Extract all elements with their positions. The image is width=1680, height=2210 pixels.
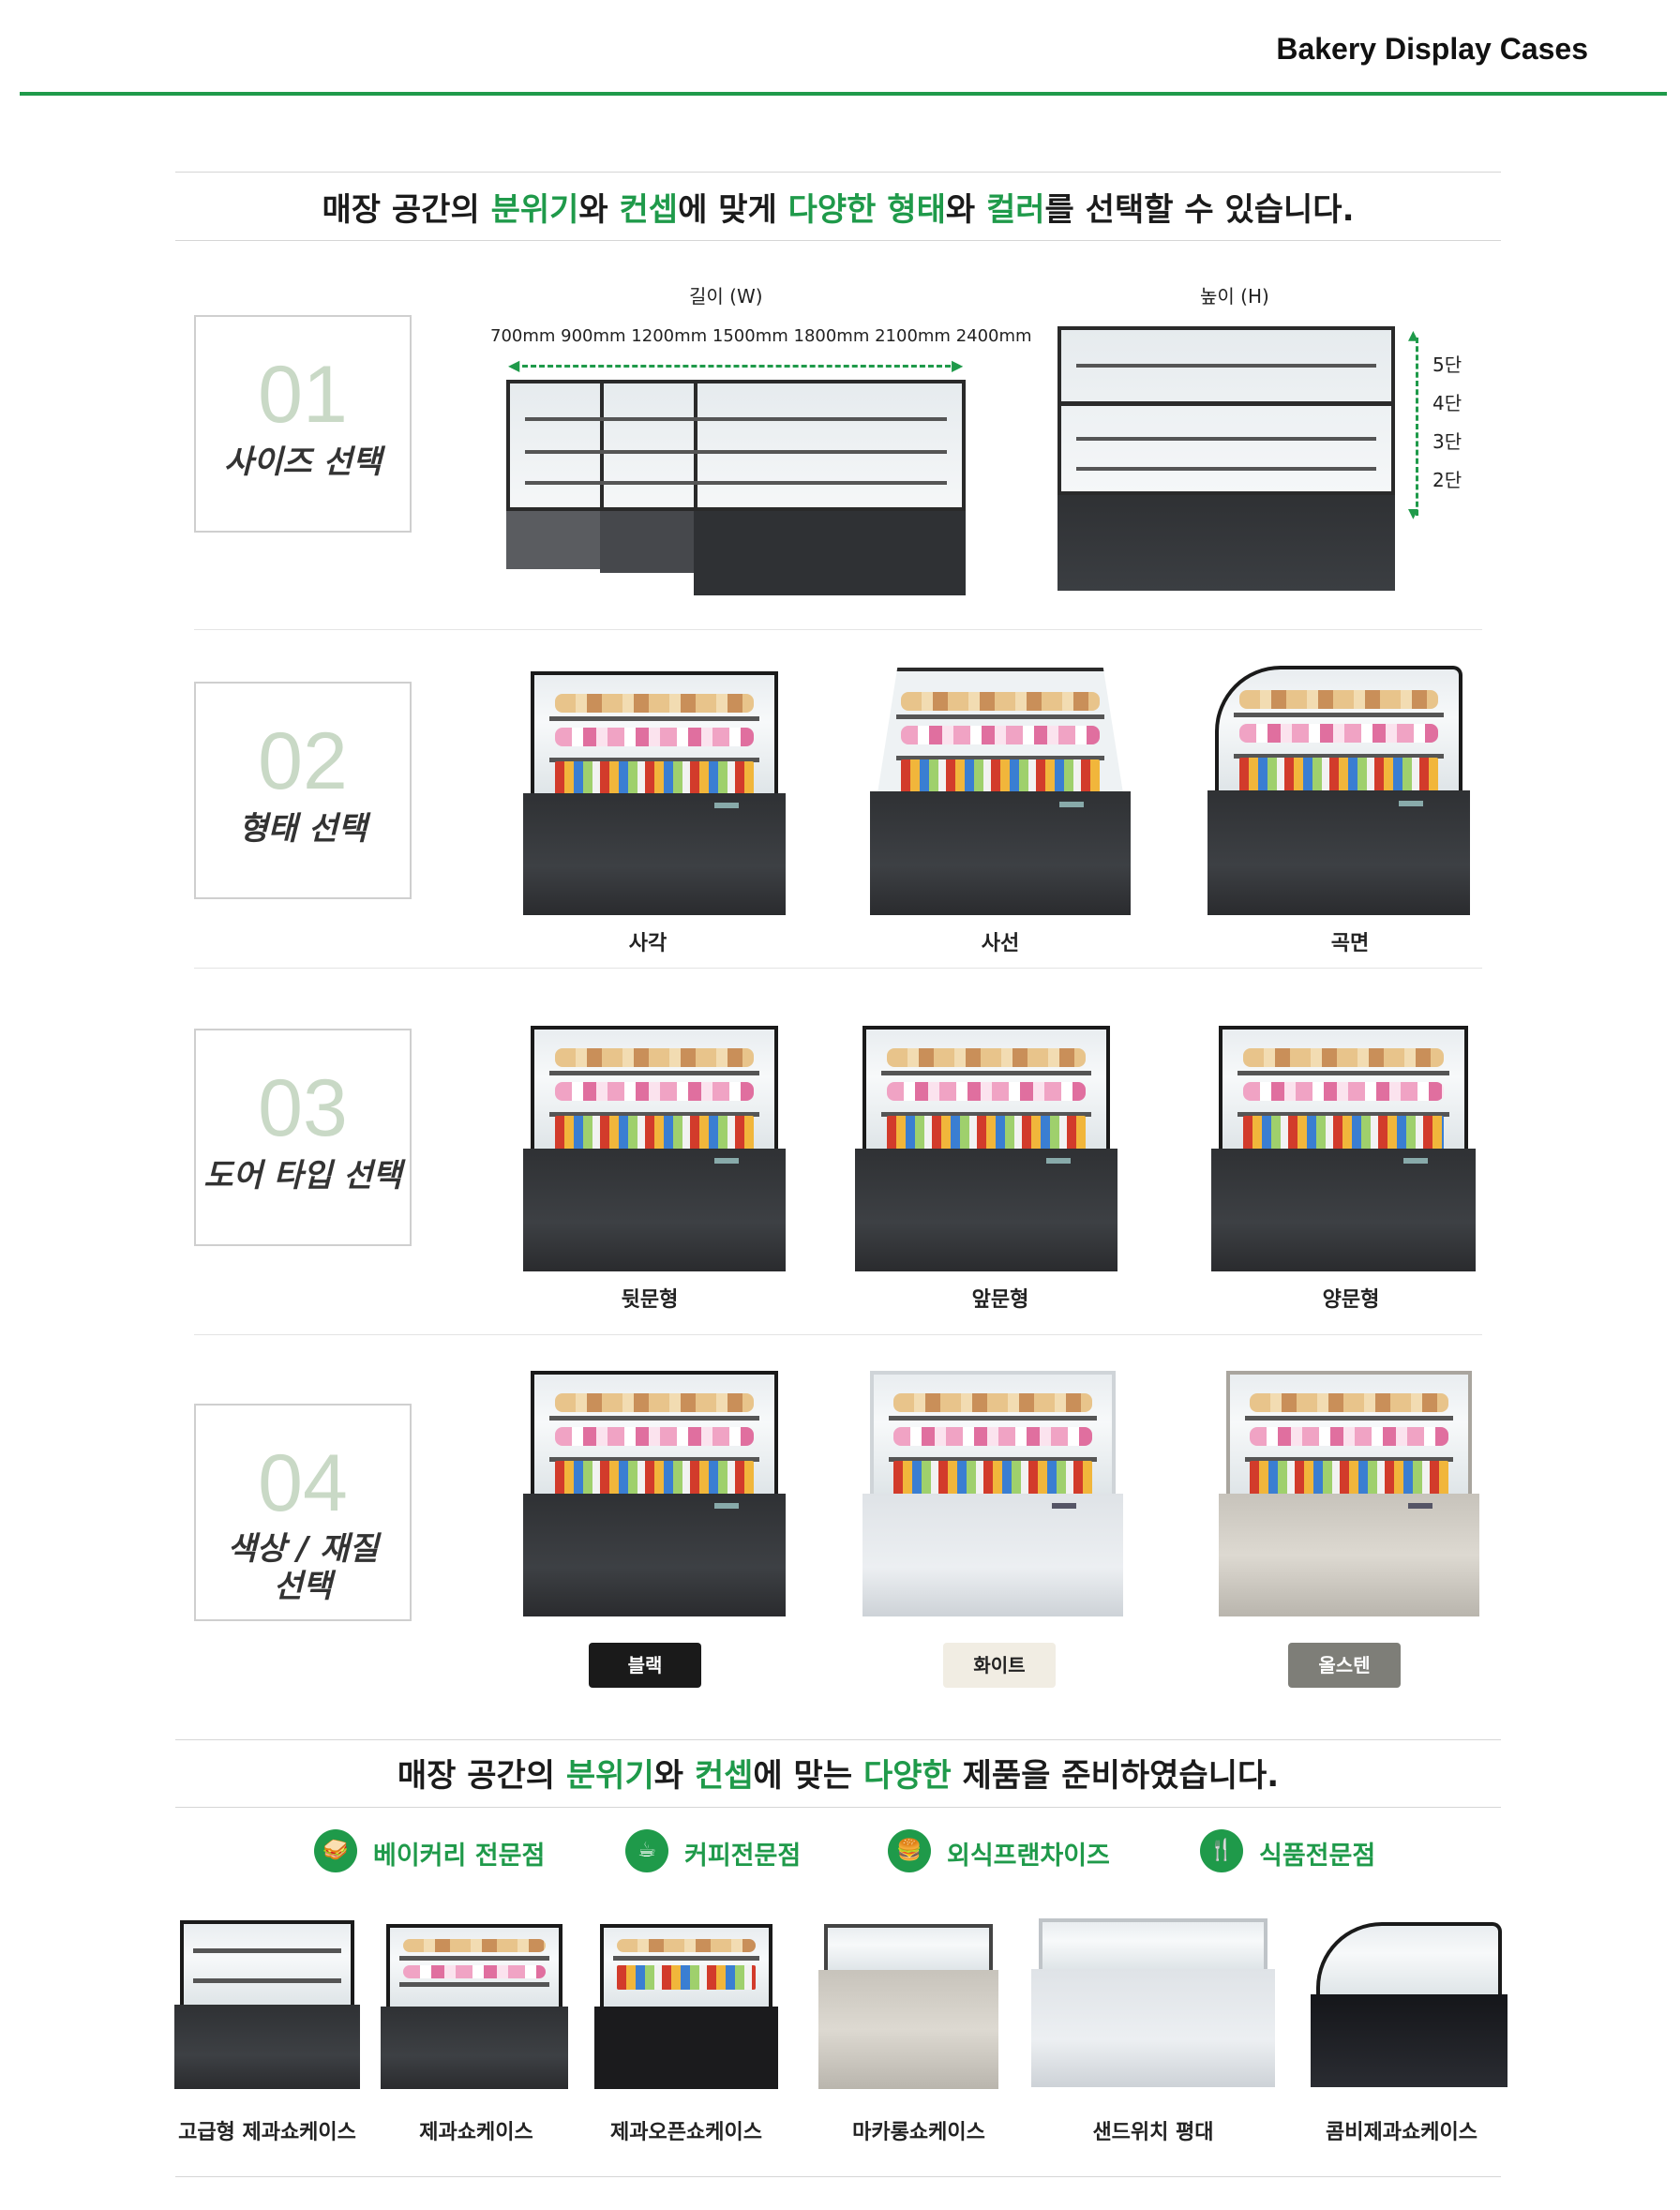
tier-label: 5단: [1432, 353, 1462, 376]
headline-select-options: 매장 공간의 분위기와 컨셉에 맞게 다양한 형태와 컬러를 선택할 수 있습니…: [175, 184, 1501, 230]
product-caption: 제과오픈쇼케이스: [610, 2121, 762, 2144]
tier-label: 2단: [1432, 469, 1462, 491]
color-chip-white: 화이트: [943, 1643, 1056, 1688]
cutlery-icon: 🍴: [1200, 1829, 1243, 1872]
curved-case-image: [1208, 666, 1470, 915]
headline-text: 와: [578, 191, 620, 229]
product-caption: 콤비제과쇼케이스: [1326, 2121, 1478, 2144]
product-image: [174, 1920, 360, 2089]
headline-bottom-rule: [175, 240, 1501, 241]
headline-accent-text: 다양한 형태: [788, 191, 946, 229]
color-chip-stainless: 올스텐: [1288, 1643, 1401, 1688]
shape-caption: 사선: [981, 932, 1020, 955]
headline-top-rule: [175, 1739, 1501, 1740]
white-case-image: [862, 1371, 1123, 1616]
headline-accent-text: 컨셉: [694, 1757, 754, 1795]
headline-accent-text: 컬러: [985, 191, 1045, 229]
product-image: [594, 1924, 778, 2089]
headline-text: 와: [653, 1757, 695, 1795]
width-dimension-arrow: [514, 365, 959, 368]
headline-text: 매장 공간의: [322, 191, 491, 229]
section-divider: [194, 1334, 1482, 1335]
step-03-box: 03 도어 타입 선택: [194, 1029, 412, 1246]
arrow-left-icon: ◀: [508, 356, 520, 374]
sandwich-icon: 🥪: [314, 1829, 357, 1872]
product-image: [1031, 1918, 1275, 2087]
product-image: [1311, 1922, 1508, 2087]
step-label: 선택: [273, 1568, 333, 1605]
double-door-case-image: [1211, 1026, 1476, 1271]
slanted-case-image: [870, 668, 1131, 915]
footer-rule: [175, 2176, 1501, 2177]
height-dimension-arrow: [1416, 338, 1418, 516]
headline-text: 에 맞는: [753, 1757, 863, 1795]
front-door-case-image: [855, 1026, 1118, 1271]
rear-door-case-image: [523, 1026, 786, 1271]
headline-accent-text: 다양한: [862, 1757, 952, 1795]
step-label: 형태 선택: [238, 810, 368, 848]
category-label: 커피전문점: [684, 1842, 802, 1871]
headline-bottom-rule: [175, 1807, 1501, 1808]
product-image: [818, 1924, 998, 2089]
section-divider: [194, 968, 1482, 969]
square-case-image: [523, 671, 786, 915]
product-caption: 제과쇼케이스: [419, 2121, 533, 2144]
product-image: [381, 1924, 568, 2089]
step-04-box: 04 색상 / 재질 선택: [194, 1404, 412, 1621]
step-label: 사이즈 선택: [223, 444, 382, 481]
tier-label: 3단: [1432, 430, 1462, 453]
headline-text: 를 선택할 수 있습니다.: [1044, 191, 1355, 229]
shape-caption: 곡면: [1330, 932, 1370, 955]
step-02-box: 02 형태 선택: [194, 682, 412, 899]
stainless-case-image: [1219, 1371, 1479, 1616]
width-values: 700mm 900mm 1200mm 1500mm 1800mm 2100mm …: [490, 326, 1032, 346]
headline-accent-text: 분위기: [490, 191, 579, 229]
step-number: 03: [258, 1063, 348, 1153]
black-case-image: [523, 1371, 786, 1616]
product-caption: 고급형 제과쇼케이스: [178, 2121, 356, 2144]
arrow-up-icon: ▲: [1408, 328, 1418, 343]
height-title: 높이 (H): [1200, 285, 1269, 308]
step-number: 04: [258, 1438, 348, 1528]
tier-label: 4단: [1432, 392, 1462, 414]
headline-text: 에 맞게: [678, 191, 788, 229]
headline-top-rule: [175, 172, 1501, 173]
headline-text: 와: [945, 191, 986, 229]
product-caption: 마카롱쇼케이스: [852, 2121, 985, 2144]
step-number: 02: [258, 716, 348, 806]
tiered-case-image: [1058, 326, 1395, 591]
headline-accent-text: 컨셉: [619, 191, 679, 229]
product-caption: 샌드위치 평대: [1092, 2121, 1214, 2144]
category-label: 베이커리 전문점: [373, 1842, 546, 1871]
page-header-title: Bakery Display Cases: [1276, 32, 1588, 66]
color-chip-black: 블랙: [589, 1643, 701, 1688]
headline-products: 매장 공간의 분위기와 컨셉에 맞는 다양한 제품을 준비하였습니다.: [175, 1750, 1501, 1796]
headline-text: 제품을 준비하였습니다.: [951, 1757, 1280, 1795]
section-divider: [194, 629, 1482, 630]
burger-icon: 🍔: [888, 1829, 931, 1872]
width-title: 길이 (W): [689, 285, 763, 308]
step-01-box: 01 사이즈 선택: [194, 315, 412, 533]
arrow-right-icon: ▶: [952, 356, 964, 374]
door-caption: 뒷문형: [621, 1288, 679, 1312]
step-label: 도어 타입 선택: [203, 1157, 402, 1195]
door-caption: 앞문형: [971, 1288, 1029, 1312]
modular-case-image: [506, 380, 966, 595]
header-divider: [20, 92, 1667, 96]
arrow-down-icon: ▼: [1408, 506, 1418, 521]
step-label: 색상 / 재질: [227, 1530, 379, 1568]
category-label: 식품전문점: [1259, 1842, 1376, 1871]
category-label: 외식프랜차이즈: [947, 1842, 1110, 1871]
coffee-cup-icon: ☕: [625, 1829, 668, 1872]
door-caption: 양문형: [1322, 1288, 1380, 1312]
shape-caption: 사각: [628, 932, 668, 955]
headline-accent-text: 분위기: [565, 1757, 654, 1795]
step-number: 01: [258, 350, 348, 440]
headline-text: 매장 공간의: [397, 1757, 566, 1795]
